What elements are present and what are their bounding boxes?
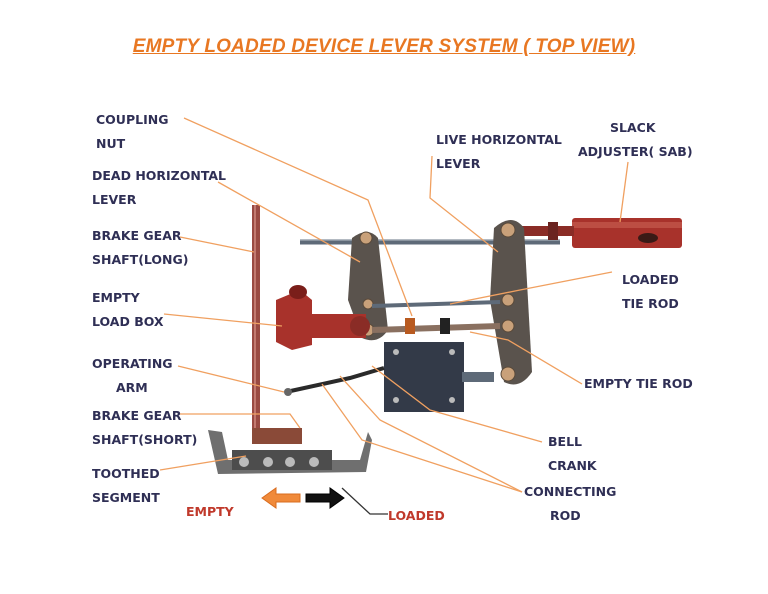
empty-tie-rod: [371, 318, 501, 334]
label-op-arm-2: ARM: [116, 380, 148, 395]
leader-bell-crank: [371, 365, 543, 443]
label-loaded-tie-2: TIE ROD: [622, 296, 679, 311]
label-coupling-nut-2: NUT: [96, 136, 126, 151]
empty-load-box: [276, 285, 370, 350]
leader-loaded-tie: [449, 271, 613, 305]
label-shaft-short-1: BRAKE GEAR: [92, 408, 182, 423]
leader-slack: [619, 161, 629, 223]
bell-crank: [384, 342, 494, 412]
diagram-title: EMPTY LOADED DEVICE LEVER SYSTEM ( TOP V…: [132, 36, 636, 57]
loaded-leader: [341, 487, 388, 515]
label-live-lever-2: LEVER: [436, 156, 481, 171]
label-slack-2: ADJUSTER( SAB): [578, 144, 693, 159]
leader-toothed: [159, 455, 247, 471]
toothed-segment: [208, 428, 372, 474]
label-load-box-1: EMPTY: [92, 290, 140, 305]
label-conn-2: ROD: [550, 508, 581, 523]
label-shaft-long-1: BRAKE GEAR: [92, 228, 182, 243]
leader-lines: [159, 117, 629, 493]
label-coupling-nut-1: COUPLING: [96, 112, 169, 127]
leader-coupling-nut: [183, 117, 413, 317]
live-horizontal-lever: [490, 220, 532, 385]
leader-empty-tie: [469, 331, 583, 385]
label-shaft-long-2: SHAFT(LONG): [92, 252, 189, 267]
label-dead-lever-2: LEVER: [92, 192, 137, 207]
label-load-box-2: LOAD BOX: [92, 314, 164, 329]
leader-conn-rod-2: [321, 383, 523, 493]
label-conn-1: CONNECTING: [524, 484, 617, 499]
leader-shaft-short: [180, 413, 301, 429]
brake-gear-shaft-long: [252, 205, 260, 435]
label-bell-1: BELL: [548, 434, 582, 449]
leader-live-lever: [429, 155, 499, 253]
leader-load-box: [163, 313, 283, 327]
label-loaded: LOADED: [388, 508, 445, 523]
label-empty: EMPTY: [186, 504, 234, 519]
label-slack-1: SLACK: [610, 120, 656, 135]
label-toothed-2: SEGMENT: [92, 490, 160, 505]
connecting-rod: [284, 366, 385, 396]
label-op-arm-1: OPERATING: [92, 356, 173, 371]
loaded-tie-rod: [371, 300, 501, 308]
empty-arrow: [261, 487, 301, 509]
leader-conn-rod-1: [339, 375, 523, 493]
label-bell-2: CRANK: [548, 458, 597, 473]
label-dead-lever-1: DEAD HORIZONTAL: [92, 168, 227, 183]
slack-adjuster: [520, 218, 682, 248]
label-empty-tie: EMPTY TIE ROD: [584, 376, 693, 391]
label-shaft-short-2: SHAFT(SHORT): [92, 432, 198, 447]
loaded-arrow: [305, 487, 345, 509]
label-toothed-1: TOOTHED: [92, 466, 160, 481]
leader-op-arm: [177, 365, 285, 393]
leader-shaft-long: [179, 236, 255, 253]
leader-dead-lever: [217, 181, 361, 263]
label-loaded-tie-1: LOADED: [622, 272, 679, 287]
label-live-lever-1: LIVE HORIZONTAL: [436, 132, 562, 147]
